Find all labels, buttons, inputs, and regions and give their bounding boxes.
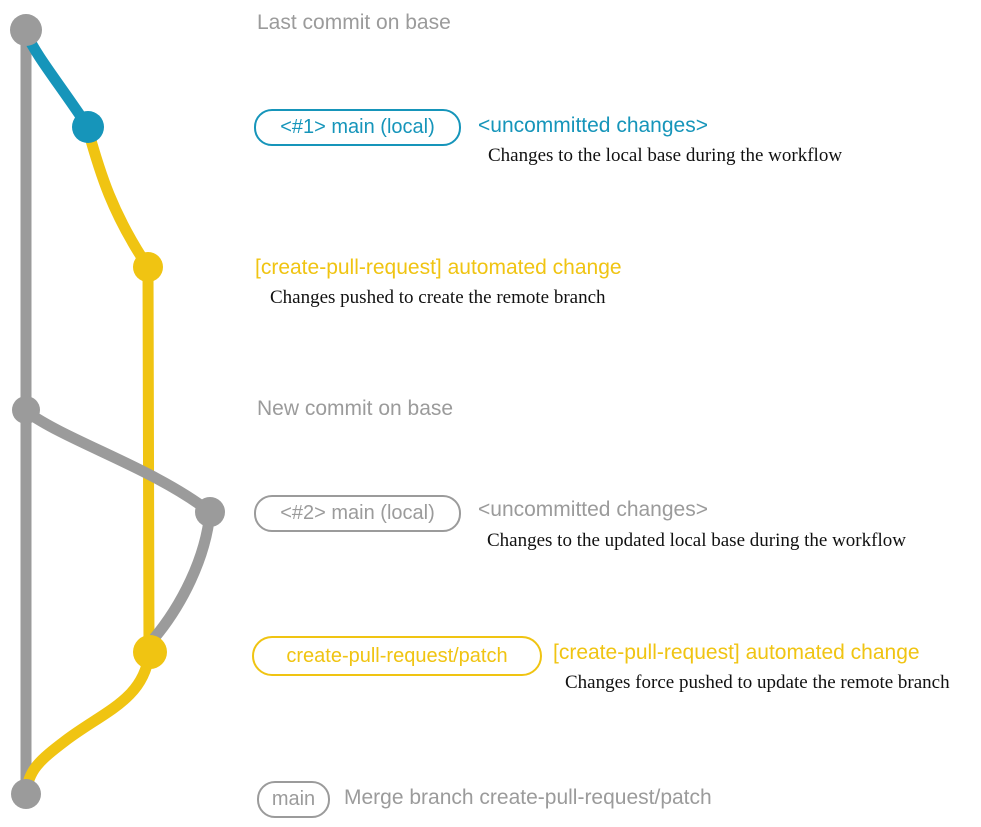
commit-desc-uncommitted-1: Changes to the local base during the wor… <box>488 145 843 166</box>
commit-desc-uncommitted-2: Changes to the updated local base during… <box>487 530 906 551</box>
commit-node-local-main-1 <box>72 111 104 143</box>
commit-node-new-base <box>12 396 40 424</box>
branch-badge-patch: create-pull-request/patch <box>252 636 542 676</box>
branch-badge-main-local-2: <#2> main (local) <box>254 495 461 532</box>
branch-badge-main-local-2-label: <#2> main (local) <box>280 502 435 524</box>
commit-node-local-main-2 <box>195 497 225 527</box>
label-new-commit-on-base: New commit on base <box>257 397 454 420</box>
commit-desc-automated-change-1: Changes pushed to create the remote bran… <box>270 287 606 308</box>
commit-desc-automated-change-2: Changes force pushed to update the remot… <box>565 672 950 693</box>
commit-title-uncommitted-1: <uncommitted changes> <box>478 114 708 137</box>
branch-badge-main: main <box>257 781 330 818</box>
commit-node-patch-1 <box>133 252 163 282</box>
local-main-branch-line <box>20 27 94 133</box>
patch-merge-curve <box>20 649 155 800</box>
commit-title-merge: Merge branch create-pull-request/patch <box>344 786 712 809</box>
branch-badge-main-label: main <box>271 788 316 810</box>
commit-title-automated-change-1: [create-pull-request] automated change <box>255 256 622 279</box>
patch-branch-line <box>142 261 155 656</box>
commit-title-automated-change-2: [create-pull-request] automated change <box>553 641 920 664</box>
commit-node-patch-2 <box>133 635 167 669</box>
branch-badge-main-local-1: <#1> main (local) <box>254 109 461 146</box>
label-last-commit-on-base: Last commit on base <box>257 11 451 34</box>
branch-badge-patch-label: create-pull-request/patch <box>286 644 508 667</box>
updated-local-main-curve-in <box>145 506 216 648</box>
commit-node-last-base <box>10 14 42 46</box>
updated-local-main-curve-out <box>21 406 216 518</box>
commit-node-merge <box>11 779 41 809</box>
branch-badge-main-local-1-label: <#1> main (local) <box>280 116 435 138</box>
commit-title-uncommitted-2: <uncommitted changes> <box>478 498 708 521</box>
patch-branch-curve-top <box>82 124 154 273</box>
